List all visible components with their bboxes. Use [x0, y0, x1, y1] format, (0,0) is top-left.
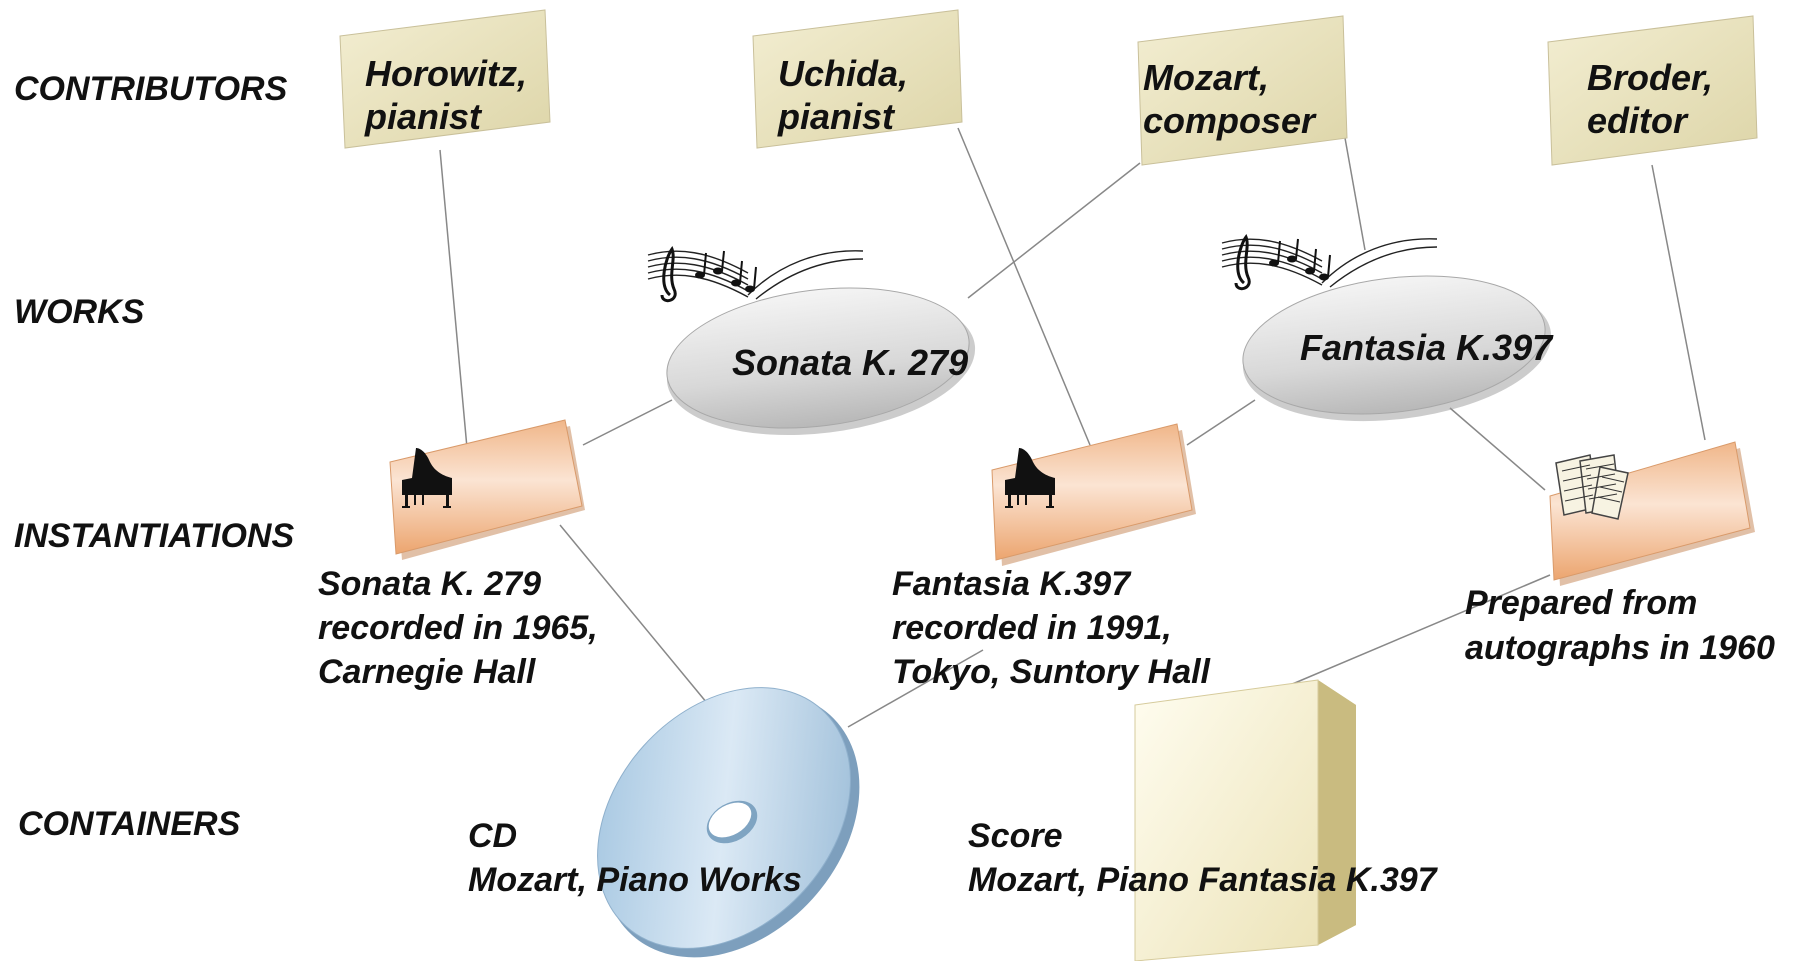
connector-fantasia-to-edition — [1449, 407, 1546, 491]
connector-horowitz-to-sonata-recording — [439, 149, 468, 449]
connector-sonata-to-mozart — [967, 162, 1141, 299]
contributor-role: pianist — [777, 96, 896, 137]
row-label-works: WORKS — [14, 293, 145, 331]
contributor-role: composer — [1143, 100, 1317, 141]
work-title: Fantasia K.397 — [1300, 327, 1554, 368]
contributor-role: editor — [1587, 100, 1689, 141]
cd-disc-icon — [597, 687, 860, 958]
contributor-box — [1547, 15, 1758, 166]
work-title: Sonata K. 279 — [732, 342, 968, 383]
instantiation-line: autographs in 1960 — [1465, 629, 1775, 667]
contributor-box — [339, 9, 551, 149]
work-ellipse — [1242, 275, 1546, 415]
connector-fantasia-recording-to-cd — [847, 649, 984, 728]
instantiation-panel — [389, 419, 583, 555]
container-title: Mozart, Piano Fantasia K.397 — [968, 861, 1439, 899]
instantiation-line: recorded in 1991, — [892, 609, 1172, 647]
contributor-role: pianist — [364, 96, 483, 137]
instantiation-line: Prepared from — [1465, 584, 1697, 622]
instantiation-line: Tokyo, Suntory Hall — [892, 653, 1212, 691]
connector-sonata-recording-to-cd — [559, 524, 708, 704]
container-type: CD — [468, 817, 517, 855]
instantiation-node: Prepared from autographs in 1960 — [1465, 441, 1775, 667]
instantiation-line: recorded in 1965, — [318, 609, 598, 647]
sheet-music-icon — [1555, 454, 1629, 520]
contributor-node: Broder, editor — [1547, 15, 1758, 166]
connector-broder-to-edition — [1651, 164, 1706, 441]
contributor-name: Uchida, — [778, 53, 908, 94]
container-type: Score — [968, 817, 1063, 855]
instantiation-panel — [991, 423, 1193, 561]
connector-lines — [439, 127, 1706, 728]
work-node: Fantasia K.397 — [1242, 275, 1554, 422]
container-title: Mozart, Piano Works — [468, 861, 802, 899]
instantiation-line: Sonata K. 279 — [318, 565, 541, 603]
contributor-box — [752, 9, 963, 149]
work-ellipse — [666, 287, 970, 429]
instantiation-panel — [1549, 441, 1751, 581]
work-node: Sonata K. 279 — [666, 287, 976, 436]
contributor-node: Mozart, composer — [1137, 15, 1348, 166]
instantiation-line: Carnegie Hall — [318, 653, 537, 691]
contributor-name: Broder, — [1587, 57, 1713, 98]
contributor-name: Mozart, — [1143, 57, 1269, 98]
score-box-icon — [1134, 679, 1356, 961]
contributor-node: Horowitz, pianist — [339, 9, 551, 149]
instantiation-node: Sonata K. 279 recorded in 1965, Carnegie… — [318, 419, 598, 691]
contributor-name: Horowitz, — [365, 53, 527, 94]
music-notes-icon — [1221, 233, 1438, 291]
grand-piano-icon — [1005, 448, 1055, 508]
contributor-box — [1137, 15, 1348, 166]
row-label-contributors: CONTRIBUTORS — [14, 70, 288, 108]
instantiation-line: Fantasia K.397 — [892, 565, 1132, 603]
connector-uchida-to-fantasia-recording — [957, 127, 1091, 446]
contributor-node: Uchida, pianist — [752, 9, 963, 149]
cd-container: CD Mozart, Piano Works — [468, 687, 860, 958]
instantiation-node: Fantasia K.397 recorded in 1991, Tokyo, … — [892, 423, 1212, 691]
music-notes-icon — [647, 245, 864, 303]
row-label-containers: CONTAINERS — [18, 805, 241, 843]
connector-sonata-recording-to-sonata — [582, 399, 673, 446]
connector-mozart-to-fantasia — [1344, 137, 1366, 251]
grand-piano-icon — [402, 448, 452, 508]
connector-fantasia-recording-to-fantasia — [1186, 399, 1256, 446]
connector-edition-to-score — [1289, 574, 1551, 686]
row-label-instantiations: INSTANTIATIONS — [14, 517, 294, 555]
row-labels: CONTRIBUTORS WORKS INSTANTIATIONS CONTAI… — [14, 70, 294, 843]
score-container: Score Mozart, Piano Fantasia K.397 — [968, 679, 1439, 961]
